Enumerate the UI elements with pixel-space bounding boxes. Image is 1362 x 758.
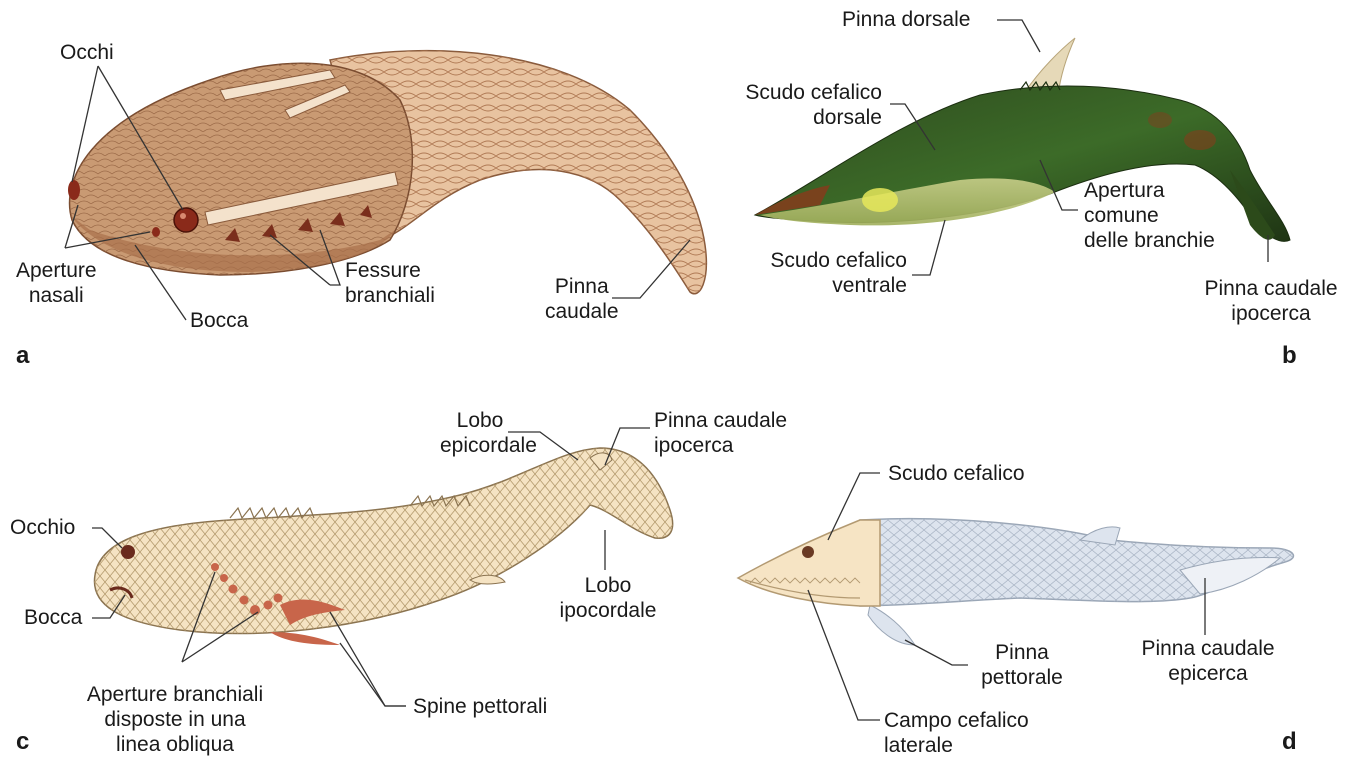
label-ipocordale-line2: ipocordale bbox=[548, 598, 668, 623]
label-apertura-line1: Apertura bbox=[1084, 178, 1215, 203]
label-occhi: Occhi bbox=[60, 40, 114, 65]
label-pci-b-line1: Pinna caudale bbox=[1196, 276, 1346, 301]
label-pinna-dorsale: Pinna dorsale bbox=[842, 7, 970, 32]
panel-d-letter: d bbox=[1282, 728, 1297, 756]
label-scd-line1: Scudo cefalico bbox=[720, 80, 882, 105]
label-epicordale-line2: epicordale bbox=[440, 433, 520, 458]
label-fessure-line1: Fessure bbox=[345, 258, 435, 283]
label-scv-line1: Scudo cefalico bbox=[745, 248, 907, 273]
label-aperture-nasali: Aperture nasali bbox=[16, 258, 97, 308]
panel-b-letter: b bbox=[1282, 342, 1297, 370]
label-apertura-line2: comune bbox=[1084, 203, 1215, 228]
label-bocca-a: Bocca bbox=[190, 308, 248, 333]
label-ab-line1: Aperture branchiali bbox=[70, 682, 280, 707]
label-aperture-nasali-line1: Aperture bbox=[16, 258, 97, 283]
label-pci-b-line2: ipocerca bbox=[1196, 301, 1346, 326]
label-fessure-branchiali: Fessure branchiali bbox=[345, 258, 435, 308]
label-pinna-caudale-epicerca: Pinna caudale epicerca bbox=[1128, 636, 1288, 686]
label-ccl-line2: laterale bbox=[884, 733, 1029, 758]
label-scudo-cefalico-ventrale: Scudo cefalico ventrale bbox=[745, 248, 907, 298]
label-pinna-caudale-a-line2: caudale bbox=[545, 299, 619, 324]
label-pinna-caudale-a: Pinna caudale bbox=[545, 274, 619, 324]
label-pci-c-line2: ipocerca bbox=[654, 433, 787, 458]
label-aperture-nasali-line2: nasali bbox=[16, 283, 97, 308]
label-pinna-pettorale: Pinna pettorale bbox=[972, 640, 1072, 690]
label-lobo-ipocordale: Lobo ipocordale bbox=[548, 573, 668, 623]
label-apertura-line3: delle branchie bbox=[1084, 228, 1215, 253]
label-epicordale-line1: Lobo bbox=[440, 408, 520, 433]
label-apertura-comune: Apertura comune delle branchie bbox=[1084, 178, 1215, 253]
label-pinna-caudale-ipocerca-b: Pinna caudale ipocerca bbox=[1196, 276, 1346, 326]
label-pce-line2: epicerca bbox=[1128, 661, 1288, 686]
label-pettorale-line1: Pinna bbox=[972, 640, 1072, 665]
label-pci-c-line1: Pinna caudale bbox=[654, 408, 787, 433]
label-pinna-caudale-a-line1: Pinna bbox=[545, 274, 619, 299]
label-scd-line2: dorsale bbox=[720, 105, 882, 130]
label-pce-line1: Pinna caudale bbox=[1128, 636, 1288, 661]
label-scv-line2: ventrale bbox=[745, 273, 907, 298]
panel-c-letter: c bbox=[16, 728, 29, 756]
label-scudo-cefalico: Scudo cefalico bbox=[888, 461, 1025, 486]
label-pinna-caudale-ipocerca-c: Pinna caudale ipocerca bbox=[654, 408, 787, 458]
panel-a-letter: a bbox=[16, 342, 29, 370]
label-ab-line2: disposte in una bbox=[70, 707, 280, 732]
label-ipocordale-line1: Lobo bbox=[548, 573, 668, 598]
label-campo-cefalico-laterale: Campo cefalico laterale bbox=[884, 708, 1029, 758]
label-aperture-branchiali: Aperture branchiali disposte in una line… bbox=[70, 682, 280, 757]
label-bocca-c: Bocca bbox=[24, 605, 82, 630]
label-scudo-cefalico-dorsale: Scudo cefalico dorsale bbox=[720, 80, 882, 130]
label-fessure-line2: branchiali bbox=[345, 283, 435, 308]
label-spine-pettorali: Spine pettorali bbox=[413, 694, 547, 719]
label-pettorale-line2: pettorale bbox=[972, 665, 1072, 690]
label-ab-line3: linea obliqua bbox=[70, 732, 280, 757]
label-ccl-line1: Campo cefalico bbox=[884, 708, 1029, 733]
label-lobo-epicordale: Lobo epicordale bbox=[440, 408, 520, 458]
label-occhio: Occhio bbox=[10, 515, 75, 540]
